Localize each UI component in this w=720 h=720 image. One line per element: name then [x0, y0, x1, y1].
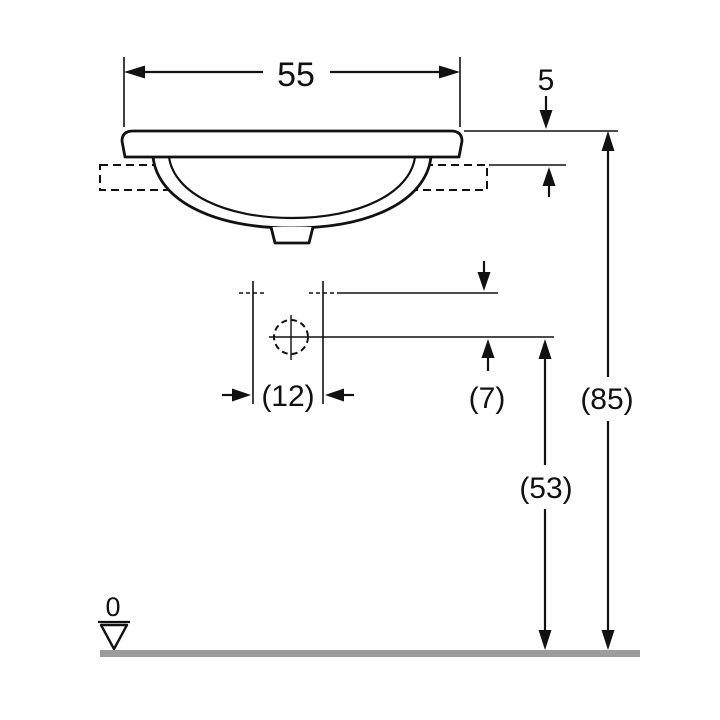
arrowhead-up: [542, 167, 556, 186]
drain-outlet: [269, 226, 315, 245]
arrowhead-left: [325, 388, 344, 402]
dimension-85-label: (85): [580, 383, 633, 416]
basin-bowl-inner: [167, 156, 417, 220]
arrowhead-down: [601, 630, 615, 650]
dimension-53-label: (53): [519, 472, 572, 505]
dimension-tap-spacing: (12): [222, 380, 354, 413]
dimension-rim-height: 5: [464, 64, 618, 197]
arrowhead-down: [539, 110, 553, 129]
washbasin-outline: [120, 129, 464, 245]
datum-triangle: [99, 623, 129, 651]
dimension-trap-height: (53): [519, 339, 573, 650]
dimension-55-label: 55: [277, 56, 315, 94]
dimension-12-label: (12): [261, 380, 314, 413]
dimension-basin-width: 55: [123, 56, 461, 127]
arrowhead-down: [477, 272, 491, 291]
arrowhead-up: [601, 131, 615, 151]
arrowhead-down: [538, 630, 552, 650]
arrowhead-up: [538, 339, 552, 359]
arrowhead-right: [439, 65, 460, 79]
floor-line: [100, 650, 640, 657]
dimension-5-label: 5: [538, 64, 555, 97]
dimension-tap-to-trap: (7): [269, 261, 554, 415]
basin-rim: [120, 129, 464, 159]
dimension-7-label: (7): [469, 382, 506, 415]
floor-datum-symbol: 0: [98, 592, 130, 651]
arrowhead-right: [232, 388, 251, 402]
dimension-overall-height: (85): [580, 131, 634, 650]
arrowhead-left: [124, 65, 145, 79]
arrowhead-up: [481, 339, 495, 358]
tap-hole-marks: [239, 281, 337, 404]
datum-zero-label: 0: [105, 592, 120, 622]
